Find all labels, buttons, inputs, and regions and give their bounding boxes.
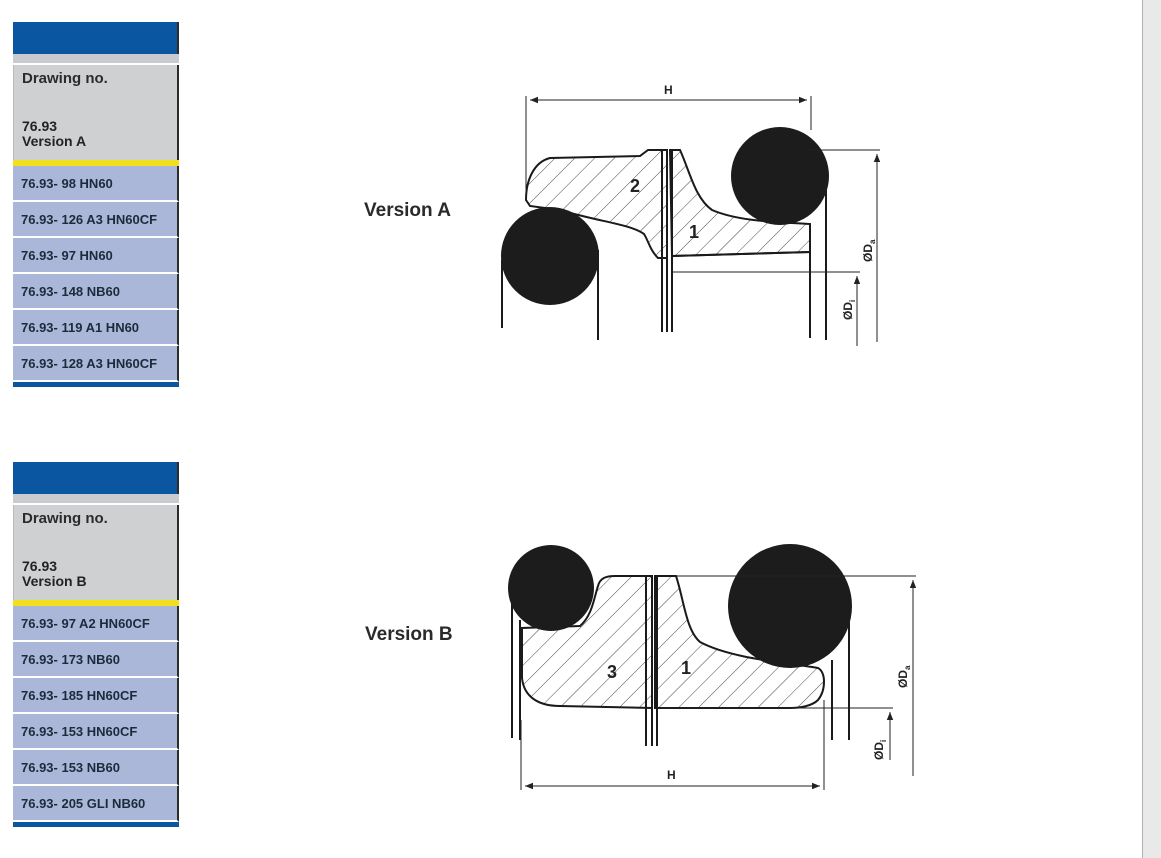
list-item[interactable]: 76.93- 205 GLI NB60 [13, 786, 179, 822]
seal-ring-part-1 [668, 149, 811, 258]
drawing-no-label: Drawing no. [22, 70, 108, 87]
list-item[interactable]: 76.93- 148 NB60 [13, 274, 179, 310]
list-item[interactable]: 76.93- 153 NB60 [13, 750, 179, 786]
drawing-info: Drawing no. 76.93 Version A [13, 65, 179, 160]
dimensions-version-a [525, 96, 881, 346]
parts-table-version-a: Drawing no. 76.93 Version A 76.93- 98 HN… [13, 22, 179, 387]
list-item[interactable]: 76.93- 128 A3 HN60CF [13, 346, 179, 382]
part-number-label: 1 [681, 658, 691, 678]
drawing-version: Version B [22, 573, 87, 589]
dim-h-label: H [667, 768, 676, 782]
drawing-number: 76.93 [22, 118, 58, 134]
drawing-version-b [511, 575, 850, 746]
table-footer-bar [13, 382, 179, 387]
dimensions-version-b [520, 575, 917, 790]
accent-divider [13, 160, 179, 166]
accent-divider [13, 600, 179, 606]
dim-di-label: ØDi [872, 740, 888, 760]
o-ring-icon [508, 545, 594, 631]
drawing-version: Version A [22, 133, 87, 149]
list-item[interactable]: 76.93- 173 NB60 [13, 642, 179, 678]
parts-table-version-b: Drawing no. 76.93 Version B 76.93- 97 A2… [13, 462, 179, 827]
list-item[interactable]: 76.93- 97 A2 HN60CF [13, 606, 179, 642]
drawing-info: Drawing no. 76.93 Version B [13, 505, 179, 600]
part-number-label: 1 [689, 222, 699, 242]
table-header-strip [13, 54, 179, 65]
dim-da-label: ØDa [896, 665, 912, 688]
seal-ring-part-2 [524, 149, 668, 259]
part-number-label: 2 [630, 176, 640, 196]
o-ring-icon [728, 544, 852, 668]
table-header-bar [13, 22, 179, 54]
drawing-number-block: 76.93 Version B [22, 559, 87, 589]
drawing-number: 76.93 [22, 558, 58, 574]
seal-ring-part-3 [521, 575, 653, 710]
page-edge [1142, 0, 1161, 858]
list-item[interactable]: 76.93- 119 A1 HN60 [13, 310, 179, 346]
drawing-no-label: Drawing no. [22, 510, 108, 527]
list-item[interactable]: 76.93- 153 HN60CF [13, 714, 179, 750]
part-number-label: 3 [607, 662, 617, 682]
table-header-bar [13, 462, 179, 494]
table-header-strip [13, 494, 179, 505]
seal-ring-part-1 [654, 575, 825, 709]
drawing-number-block: 76.93 Version A [22, 119, 86, 149]
version-a-title: Version A [364, 200, 451, 221]
list-item[interactable]: 76.93- 185 HN60CF [13, 678, 179, 714]
dim-h-label: H [664, 83, 673, 97]
list-item[interactable]: 76.93- 97 HN60 [13, 238, 179, 274]
o-ring-icon [501, 207, 599, 305]
list-item[interactable]: 76.93- 126 A3 HN60CF [13, 202, 179, 238]
dim-di-label: ØDi [841, 300, 857, 320]
list-item[interactable]: 76.93- 98 HN60 [13, 166, 179, 202]
version-b-title: Version B [365, 624, 453, 645]
dim-da-label: ØDa [861, 239, 877, 262]
o-ring-icon [731, 127, 829, 225]
table-footer-bar [13, 822, 179, 827]
drawing-version-a [501, 149, 827, 340]
